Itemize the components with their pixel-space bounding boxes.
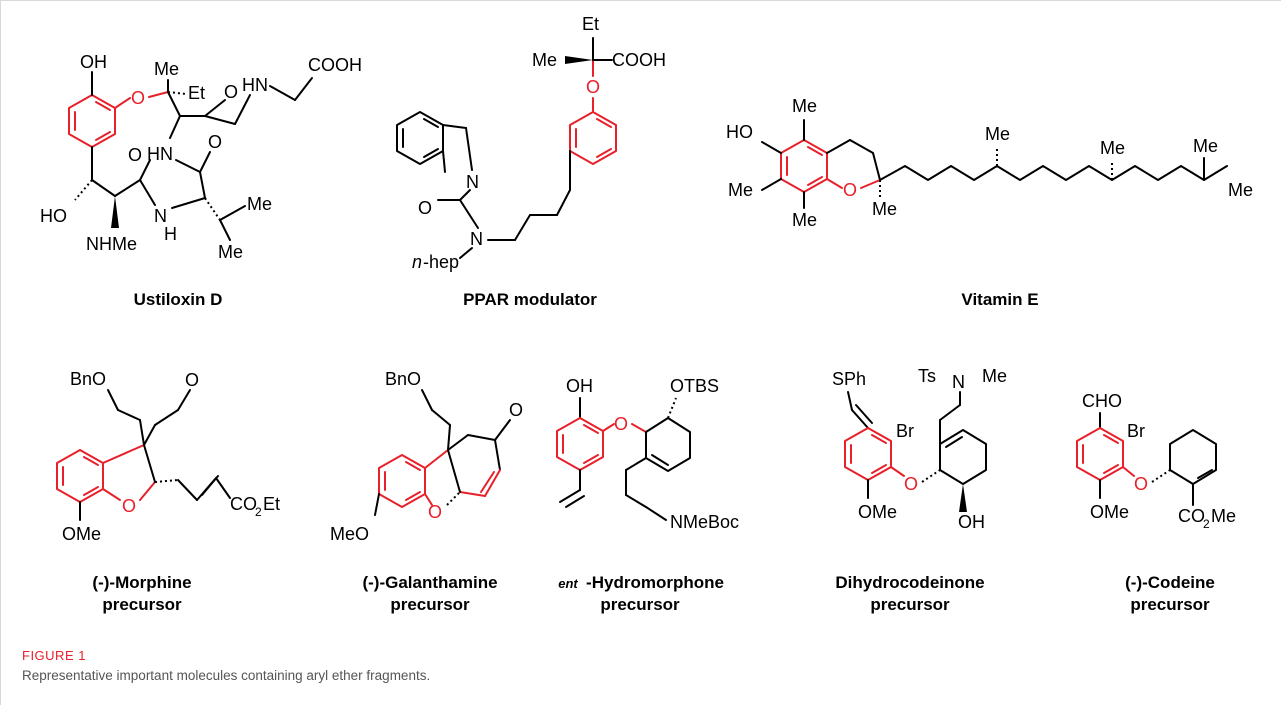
codeine-ester-me-label: Me	[1211, 506, 1236, 526]
ustiloxin-me-label: Me	[154, 59, 179, 79]
structure-dihydrocodeinone-precursor: SPh Br O OMe OH N Ts Me Dihydrocodeinone…	[832, 366, 1007, 614]
dihydrocodeinone-me-label: Me	[982, 366, 1007, 386]
ppar-et-label: Et	[582, 14, 599, 34]
ustiloxin-o2-label: O	[208, 132, 222, 152]
figure-caption-text: Representative important molecules conta…	[22, 668, 431, 683]
name-dihydrocodeinone-line2: precursor	[870, 595, 950, 614]
name-ppar-modulator: PPAR modulator	[463, 290, 597, 309]
vitamin-e-me5-label: Me	[985, 124, 1010, 144]
ustiloxin-carbonyl-o-label: O	[224, 82, 238, 102]
codeine-ether-o-label: O	[1134, 474, 1148, 494]
dihydrocodeinone-br-label: Br	[896, 421, 914, 441]
ustiloxin-ether-o-label: O	[131, 88, 145, 108]
codeine-ester-sub-label: 2	[1203, 517, 1210, 531]
name-codeine-line2: precursor	[1130, 595, 1210, 614]
structure-ustiloxin-d: OH O Me Et O HN COOH HN O HO O	[40, 52, 362, 309]
vitamin-e-me4-label: Me	[872, 199, 897, 219]
name-galanthamine-line1: (-)-Galanthamine	[362, 573, 497, 592]
ustiloxin-h-label: H	[164, 224, 177, 244]
ustiloxin-o3-label: O	[128, 145, 142, 165]
dihydrocodeinone-oh-label: OH	[958, 512, 985, 532]
vitamin-e-me3-label: Me	[792, 210, 817, 230]
galanthamine-bno-label: BnO	[385, 369, 421, 389]
name-hydromorphone-line2: precursor	[600, 595, 680, 614]
morphine-ester-sub-label: 2	[255, 505, 262, 519]
ppar-oxazole-n-label: N	[466, 172, 479, 192]
morphine-ome-label: OMe	[62, 524, 101, 544]
ustiloxin-cooh-label: COOH	[308, 55, 362, 75]
ppar-aryl-ring	[569, 111, 617, 165]
name-hydromorphone-line1: -Hydromorphone	[586, 573, 724, 592]
ustiloxin-nhme-label: NHMe	[86, 234, 137, 254]
ustiloxin-hn-inner-label: HN	[147, 144, 173, 164]
morphine-bno-label: BnO	[70, 369, 106, 389]
galanthamine-meo-label: MeO	[330, 524, 369, 544]
figure-caption-label: FIGURE 1	[22, 648, 86, 663]
codeine-br-label: Br	[1127, 421, 1145, 441]
morphine-ether-o-label: O	[122, 496, 136, 516]
morphine-ester-co-label: CO	[230, 494, 257, 514]
ustiloxin-n-label: N	[154, 206, 167, 226]
dihydrocodeinone-ts-label: Ts	[918, 366, 936, 386]
vitamin-e-me1-label: Me	[792, 96, 817, 116]
name-ustiloxin-d: Ustiloxin D	[134, 290, 223, 309]
hydromorphone-oh-label: OH	[566, 376, 593, 396]
structure-vitamin-e: HO Me Me Me O Me Me Me Me Me Vitamin E	[726, 96, 1253, 309]
galanthamine-ketone-o-label: O	[509, 400, 523, 420]
vitamin-e-me8-label: Me	[1228, 180, 1253, 200]
vitamin-e-ho-label: HO	[726, 122, 753, 142]
hydromorphone-otbs-label: OTBS	[670, 376, 719, 396]
ppar-nhep-n-label: n	[412, 252, 422, 272]
structure-morphine-precursor: BnO O O CO 2 Et OMe (-)-Morphine precurs…	[56, 369, 280, 614]
ustiloxin-me2-label: Me	[247, 194, 272, 214]
codeine-cho-label: CHO	[1082, 391, 1122, 411]
ppar-cooh-label: COOH	[612, 50, 666, 70]
dihydrocodeinone-ome-label: OMe	[858, 502, 897, 522]
name-codeine-line1: (-)-Codeine	[1125, 573, 1215, 592]
vitamin-e-ether-o-label: O	[843, 180, 857, 200]
name-morphine-line2: precursor	[102, 595, 182, 614]
ustiloxin-et-label: Et	[188, 83, 205, 103]
hydromorphone-nmeboc-label: NMeBoc	[670, 512, 739, 532]
ppar-amine-n-label: N	[470, 229, 483, 249]
ppar-nhep-label: -hep	[423, 252, 459, 272]
morphine-ester-et-label: Et	[263, 494, 280, 514]
vitamin-e-me2-label: Me	[728, 180, 753, 200]
vitamin-e-me6-label: Me	[1100, 138, 1125, 158]
dihydrocodeinone-sph-label: SPh	[832, 369, 866, 389]
dihydrocodeinone-n-label: N	[952, 372, 965, 392]
ustiloxin-ho-label: HO	[40, 206, 67, 226]
galanthamine-ether-o-label: O	[428, 502, 442, 522]
name-dihydrocodeinone-line1: Dihydrocodeinone	[835, 573, 984, 592]
structure-codeine-precursor: CHO Br O OMe CO 2 Me (-)-Codeine precurs…	[1076, 391, 1236, 614]
codeine-ome-label: OMe	[1090, 502, 1129, 522]
hydromorphone-ether-o-label: O	[614, 414, 628, 434]
ustiloxin-me3-label: Me	[218, 242, 243, 262]
ustiloxin-oh-label: OH	[80, 52, 107, 72]
name-galanthamine-line2: precursor	[390, 595, 470, 614]
vitamin-e-me7-label: Me	[1193, 136, 1218, 156]
structure-hydromorphone-precursor: OH O OTBS NMeBoc ent -Hydromorphone prec…	[556, 376, 739, 614]
ppar-oxazole-o-label: O	[418, 198, 432, 218]
name-hydromorphone-prefix: ent	[558, 576, 578, 591]
dihydrocodeinone-ether-o-label: O	[904, 474, 918, 494]
structure-ppar-modulator: N O N n -hep O Et Me COOH PPAR modulator	[396, 14, 666, 309]
ustiloxin-hn-top-label: HN	[242, 75, 268, 95]
ppar-me-label: Me	[532, 50, 557, 70]
name-morphine-line1: (-)-Morphine	[92, 573, 191, 592]
structure-galanthamine-precursor: BnO O O MeO (-)-Galanthamine precursor	[330, 369, 523, 614]
codeine-ester-co-label: CO	[1178, 506, 1205, 526]
name-vitamin-e: Vitamin E	[961, 290, 1038, 309]
ppar-ether-o-label: O	[586, 77, 600, 97]
morphine-aldehyde-o-label: O	[185, 370, 199, 390]
